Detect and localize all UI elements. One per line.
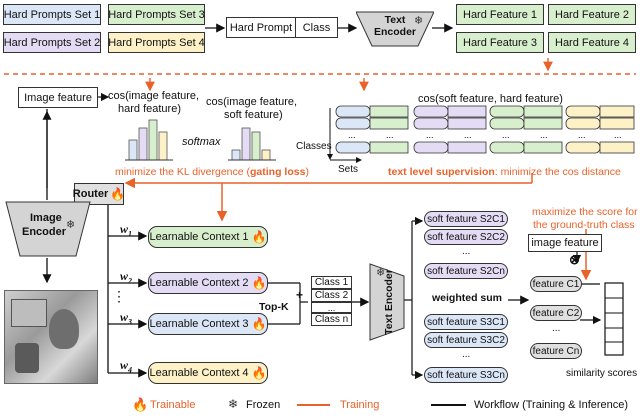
legend-frozen: Frozen bbox=[246, 399, 281, 411]
class-2: Class 2 bbox=[311, 289, 352, 302]
vertical-dots: ⋮ bbox=[112, 288, 126, 304]
snowflake-icon: ❄ bbox=[414, 15, 424, 27]
hard-feature-4: Hard Feature 4 bbox=[548, 32, 636, 53]
image-encoder-label-2: Encoder bbox=[22, 226, 67, 238]
distribution-chart-hard bbox=[125, 119, 173, 161]
learnable-context-1: Learnable Context 1🔥 bbox=[148, 226, 268, 248]
svg-text:...: ... bbox=[540, 130, 548, 140]
svg-text:...: ... bbox=[426, 130, 434, 140]
similarity-scores-label: similarity scores bbox=[566, 368, 638, 379]
svg-text:...: ... bbox=[386, 130, 394, 140]
hard-prompts-set-4: Hard Prompts Set 4 bbox=[108, 32, 205, 53]
legend-training: Training bbox=[340, 399, 380, 411]
hard-prompts-set-2: Hard Prompts Set 2 bbox=[3, 32, 101, 53]
cos-image-hard-line1: cos(image feature, bbox=[108, 90, 200, 102]
classes-sets-axes bbox=[327, 108, 362, 163]
hard-prompts-set-1: Hard Prompts Set 1 bbox=[3, 4, 101, 25]
flame-icon: 🔥 bbox=[251, 366, 267, 380]
soft-feature-s2c2: soft feature S2C2 bbox=[424, 229, 508, 245]
flame-icon: 🔥 bbox=[132, 397, 149, 412]
feature-ellipsis: ... bbox=[552, 323, 561, 334]
cos-image-soft-line1: cos(image feature, bbox=[206, 96, 298, 108]
legend-workflow: Workflow (Training & Inference) bbox=[474, 399, 629, 411]
image-feature-box: Image feature bbox=[18, 87, 98, 108]
soft-feature-s3c1: soft feature S3C1 bbox=[424, 314, 508, 330]
maximize-score-line2: the ground-truth class bbox=[533, 219, 635, 231]
cos-image-hard-line2: hard feature) bbox=[118, 103, 181, 115]
hard-feature-2: Hard Feature 2 bbox=[548, 4, 636, 25]
image-encoder-label-1: Image bbox=[30, 212, 62, 224]
input-image bbox=[4, 290, 98, 384]
svg-text:...: ... bbox=[578, 130, 586, 140]
class-ellipsis: ... bbox=[311, 302, 352, 313]
sets-label: Sets bbox=[338, 164, 359, 175]
soft-feature-b-ellipsis: ... bbox=[462, 349, 471, 360]
feature-cn: feature Cn bbox=[530, 343, 582, 359]
softmax-label: softmax bbox=[182, 136, 221, 148]
image-encoder bbox=[5, 201, 91, 257]
weight-4: w4 bbox=[120, 358, 133, 375]
legend-trainable: Trainable bbox=[150, 399, 196, 411]
class-1: Class 1 bbox=[311, 276, 352, 289]
snowflake-icon: ❄ bbox=[66, 219, 76, 231]
class-n: Class n bbox=[311, 313, 352, 326]
text-encoder-top-label: Text Encoder bbox=[373, 14, 416, 38]
learnable-context-3: Learnable Context 3🔥 bbox=[148, 313, 268, 335]
hard-feature-3: Hard Feature 3 bbox=[456, 32, 544, 53]
text-encoder-top bbox=[356, 11, 434, 47]
cos-matrix-grid: ... ... ... ... ... ... ... ... bbox=[335, 105, 635, 154]
weight-2: w2 bbox=[120, 269, 133, 286]
soft-feature-s3cn: soft feature S3Cn bbox=[424, 367, 508, 383]
svg-text:...: ... bbox=[464, 130, 472, 140]
soft-feature-s2cn: soft feature S2Cn bbox=[424, 263, 508, 279]
svg-text:...: ... bbox=[348, 130, 356, 140]
flame-icon: 🔥 bbox=[251, 230, 267, 244]
class-box: Class bbox=[295, 17, 338, 38]
hard-feature-1: Hard Feature 1 bbox=[456, 4, 544, 25]
router-label: Router bbox=[72, 188, 109, 200]
learnable-context-4: Learnable Context 4🔥 bbox=[148, 362, 268, 384]
soft-feature-a-ellipsis: ... bbox=[462, 246, 471, 257]
cos-image-soft-line2: soft feature) bbox=[224, 109, 283, 121]
feature-c2: feature C2 bbox=[530, 305, 582, 321]
minimize-kl-text: minimize the KL divergence (gating loss) bbox=[115, 166, 309, 178]
weight-3: w3 bbox=[120, 310, 133, 327]
flame-icon: 🔥 bbox=[110, 187, 126, 201]
weight-1: w1 bbox=[120, 222, 133, 239]
flame-icon: 🔥 bbox=[251, 317, 267, 331]
image-feature-box-bottom: image feature bbox=[528, 234, 602, 252]
maximize-score-line1: maximize the score for bbox=[532, 206, 638, 218]
soft-feature-s3c2: soft feature S3C2 bbox=[424, 332, 508, 348]
snowflake-icon: ❄ bbox=[228, 397, 239, 411]
snowflake-icon: ❄ bbox=[376, 267, 386, 279]
text-level-supervision: text level supervision: minimize the cos… bbox=[388, 166, 621, 178]
learnable-context-2: Learnable Context 2🔥 bbox=[148, 272, 268, 294]
hard-prompt-box: Hard Prompt bbox=[226, 17, 296, 38]
top-k-label: Top-K bbox=[259, 301, 289, 313]
router-box: Router 🔥 bbox=[72, 183, 126, 205]
otimes-symbol: ⊗ bbox=[569, 252, 580, 267]
text-encoder-bottom bbox=[369, 263, 405, 341]
plus-sign: + bbox=[296, 288, 304, 302]
distribution-chart-soft bbox=[228, 127, 276, 161]
soft-feature-s2c1: soft feature S2C1 bbox=[424, 211, 508, 227]
hard-prompts-set-3: Hard Prompts Set 3 bbox=[108, 4, 205, 25]
classes-label: Classes bbox=[296, 141, 332, 152]
svg-text:...: ... bbox=[614, 130, 622, 140]
svg-text:...: ... bbox=[502, 130, 510, 140]
feature-c1: feature C1 bbox=[530, 276, 582, 292]
flame-icon: 🔥 bbox=[251, 276, 267, 290]
weighted-sum-label: weighted sum bbox=[432, 292, 503, 304]
cos-soft-hard-label: cos(soft feature, hard feature) bbox=[418, 93, 563, 105]
